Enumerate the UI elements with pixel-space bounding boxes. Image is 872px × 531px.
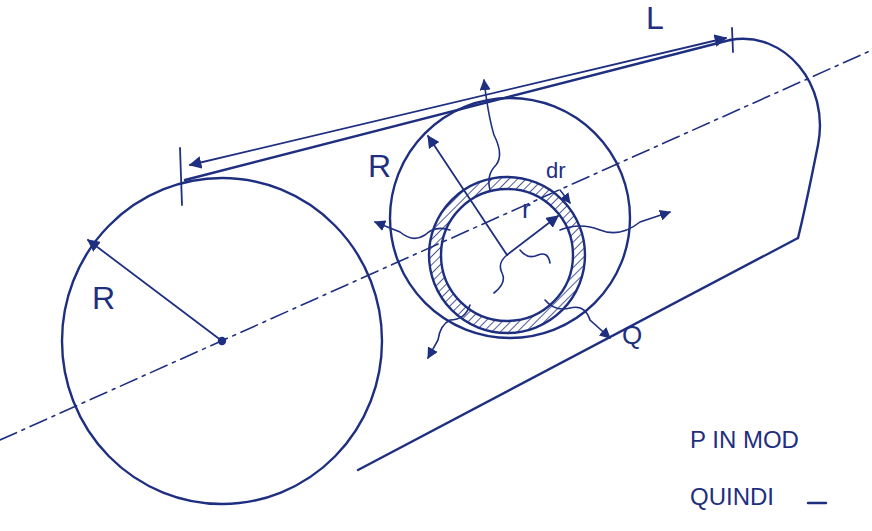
radius-label: R bbox=[368, 150, 391, 182]
thickness-label: dr bbox=[546, 160, 566, 182]
length-label: L bbox=[646, 2, 664, 34]
center-point bbox=[219, 338, 225, 344]
thickness-arrow bbox=[560, 190, 570, 203]
length-dimension bbox=[190, 38, 726, 165]
right-end-arc bbox=[730, 39, 820, 238]
radius-arrow bbox=[428, 136, 507, 255]
radius-label: r bbox=[522, 196, 531, 222]
axis-line bbox=[0, 50, 872, 440]
radius-label: R bbox=[92, 282, 115, 314]
note-text: QUINDI bbox=[690, 485, 774, 509]
radius-arrow bbox=[88, 240, 222, 341]
pen-stroke bbox=[808, 502, 826, 504]
radius-arrow bbox=[507, 216, 558, 255]
note-text: P IN MOD bbox=[690, 428, 799, 452]
heat-flux-arrows bbox=[375, 80, 670, 358]
end-circle bbox=[62, 178, 382, 504]
dimension-tick bbox=[180, 148, 182, 205]
heat-label: Q bbox=[622, 322, 642, 348]
dimension-tick bbox=[732, 28, 733, 52]
section-circle bbox=[390, 98, 630, 338]
